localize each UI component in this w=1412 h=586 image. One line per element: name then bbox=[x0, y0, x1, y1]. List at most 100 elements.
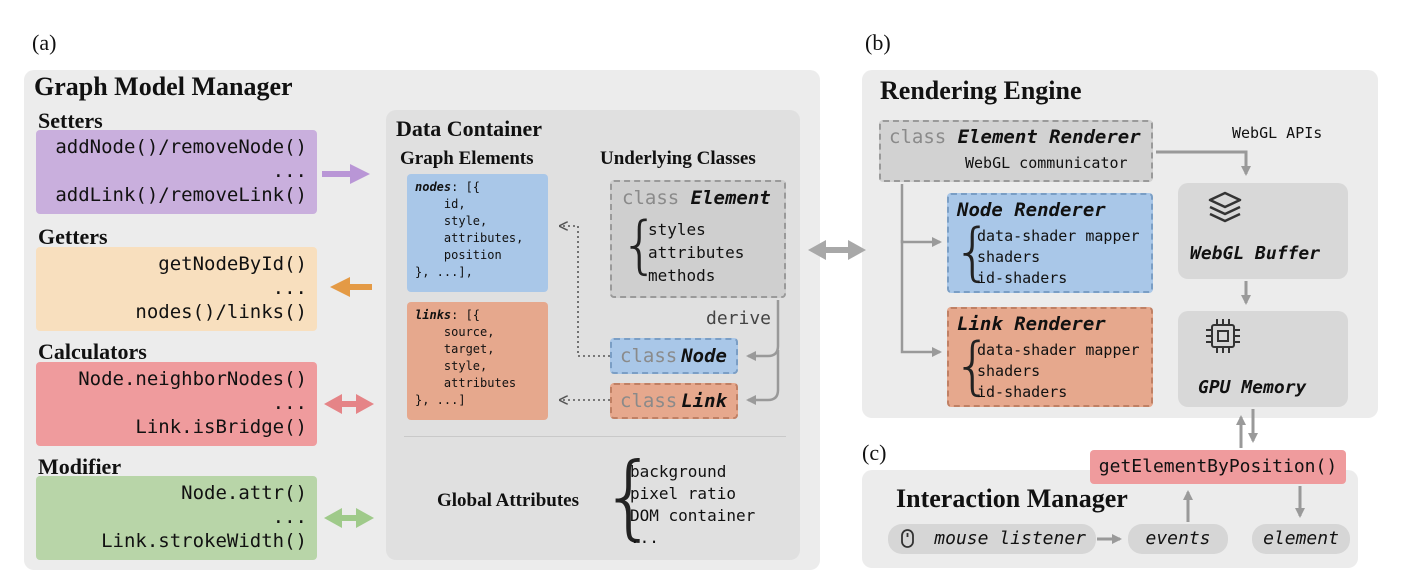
getters-arrow bbox=[330, 277, 372, 297]
calculator-line: Node.neighborNodes() bbox=[78, 368, 307, 390]
element-member: styles bbox=[648, 220, 706, 239]
element-member: methods bbox=[648, 266, 716, 285]
links-box: links: [{ source, target, style, attribu… bbox=[407, 302, 548, 420]
global-attributes-list: background pixel ratio DOM container ... bbox=[630, 461, 755, 549]
calculators-arrow bbox=[324, 394, 374, 414]
node-renderer-title: Node Renderer bbox=[957, 199, 1106, 221]
webgl-apis-arrow bbox=[1156, 150, 1251, 176]
label-b: (b) bbox=[865, 30, 891, 55]
modifier-title: Modifier bbox=[38, 454, 122, 479]
node-to-nodes-connector bbox=[560, 226, 610, 357]
node-renderer-brace: { bbox=[953, 215, 993, 288]
link-renderer-item: id-shaders bbox=[977, 383, 1068, 401]
renderer-derive-connector bbox=[900, 184, 942, 357]
links-line: : [{ bbox=[451, 308, 481, 322]
modifier-line: Node.attr() bbox=[181, 482, 307, 504]
setters-title: Setters bbox=[38, 108, 103, 133]
getter-line: nodes()/links() bbox=[135, 301, 307, 323]
webgl-buffer-label: WebGL Buffer bbox=[1190, 243, 1321, 264]
webgl-buffer-box: WebGL Buffer bbox=[1178, 183, 1348, 279]
nodes-line: }, ...], bbox=[415, 265, 473, 279]
webgl-apis-label: WebGL APIs bbox=[1232, 124, 1323, 142]
derive-connector bbox=[746, 300, 780, 405]
node-class-name: Node bbox=[681, 345, 727, 367]
modifier-arrow bbox=[324, 508, 374, 528]
links-line: style, bbox=[415, 359, 488, 373]
modifier-line: Link.strokeWidth() bbox=[101, 530, 307, 552]
calculators-box: Node.neighborNodes() ... Link.isBridge() bbox=[36, 362, 317, 446]
global-attribute-item: DOM container bbox=[630, 506, 756, 525]
setter-line: ... bbox=[272, 160, 307, 182]
mouse-listener-pill: mouse listener bbox=[888, 524, 1096, 554]
gpu-memory-label: GPU Memory bbox=[1198, 377, 1307, 398]
modifier-box: Node.attr() ... Link.strokeWidth() bbox=[36, 476, 317, 560]
getter-line: getNodeById() bbox=[158, 253, 307, 275]
chip-icon bbox=[1206, 319, 1240, 353]
element-class-name: Element bbox=[690, 187, 771, 209]
divider bbox=[404, 436, 786, 437]
graph-model-manager-title: Graph Model Manager bbox=[34, 72, 293, 101]
element-renderer-name: Element Renderer bbox=[957, 126, 1141, 148]
nodes-line: id, bbox=[415, 197, 466, 211]
layers-icon bbox=[1208, 191, 1242, 223]
gpu-memory-box: GPU Memory bbox=[1178, 311, 1348, 407]
element-member: attributes bbox=[648, 243, 745, 262]
node-renderer-item: shaders bbox=[977, 248, 1041, 266]
data-container-title: Data Container bbox=[396, 116, 543, 141]
global-attribute-item: pixel ratio bbox=[630, 484, 736, 503]
interaction-manager-title: Interaction Manager bbox=[896, 484, 1128, 513]
node-renderer-item: id-shaders bbox=[977, 269, 1068, 287]
setter-line: addLink()/removeLink() bbox=[55, 184, 307, 206]
modifier-line: ... bbox=[272, 506, 307, 528]
nodes-line: : [{ bbox=[451, 180, 481, 194]
calculators-title: Calculators bbox=[38, 339, 147, 364]
nodes-line: position bbox=[415, 248, 502, 262]
element-class-keyword: class bbox=[622, 187, 680, 209]
nodes-line: attributes, bbox=[415, 231, 524, 245]
element-renderer-box: class Element Renderer WebGL communicato… bbox=[879, 120, 1153, 182]
gpu-position-arrows bbox=[1236, 409, 1258, 448]
mouse-listener-label: mouse listener bbox=[934, 528, 1086, 549]
link-class-keyword: class bbox=[620, 390, 678, 412]
global-attribute-item: background bbox=[630, 462, 727, 481]
link-renderer-brace: { bbox=[953, 329, 993, 402]
element-pill: element bbox=[1252, 524, 1350, 554]
element-members-brace: { bbox=[620, 208, 660, 281]
container-renderer-arrow bbox=[808, 240, 866, 260]
element-renderer-subtitle: WebGL communicator bbox=[965, 154, 1128, 172]
getters-box: getNodeById() ... nodes()/links() bbox=[36, 247, 317, 331]
nodes-line: style, bbox=[415, 214, 488, 228]
global-attribute-item: ... bbox=[630, 528, 659, 547]
getters-title: Getters bbox=[38, 224, 108, 249]
global-attributes-brace: { bbox=[600, 443, 659, 550]
node-renderer-item: data-shader mapper bbox=[977, 227, 1140, 245]
node-class-keyword: class bbox=[620, 345, 678, 367]
underlying-classes-title: Underlying Classes bbox=[600, 148, 756, 169]
nodes-box: nodes: [{ id, style, attributes, positio… bbox=[407, 174, 548, 292]
derive-label: derive bbox=[706, 308, 772, 329]
setters-box: addNode()/removeNode() ... addLink()/rem… bbox=[36, 130, 317, 214]
nodes-key: nodes bbox=[415, 180, 452, 194]
link-renderer-box: Link Renderer { data-shader mapper shade… bbox=[947, 307, 1153, 407]
getter-line: ... bbox=[272, 277, 307, 299]
links-key: links bbox=[415, 308, 452, 322]
setter-line: addNode()/removeNode() bbox=[55, 136, 307, 158]
link-renderer-item: shaders bbox=[977, 362, 1041, 380]
links-line: }, ...] bbox=[415, 393, 466, 407]
calculator-line: ... bbox=[272, 392, 307, 414]
links-line: target, bbox=[415, 342, 495, 356]
links-line: attributes bbox=[415, 376, 517, 390]
events-pill: events bbox=[1128, 524, 1228, 554]
links-line: source, bbox=[415, 325, 495, 339]
rendering-engine-title: Rendering Engine bbox=[880, 76, 1082, 105]
get-element-by-position-box: getElementByPosition() bbox=[1090, 450, 1346, 484]
element-class-box: class Element { styles attributes method… bbox=[610, 180, 786, 298]
calculator-line: Link.isBridge() bbox=[135, 416, 307, 438]
link-renderer-item: data-shader mapper bbox=[977, 341, 1140, 359]
label-c: (c) bbox=[862, 440, 887, 465]
link-renderer-title: Link Renderer bbox=[957, 313, 1106, 335]
link-class-name: Link bbox=[681, 390, 727, 412]
node-renderer-box: Node Renderer { data-shader mapper shade… bbox=[947, 193, 1153, 293]
